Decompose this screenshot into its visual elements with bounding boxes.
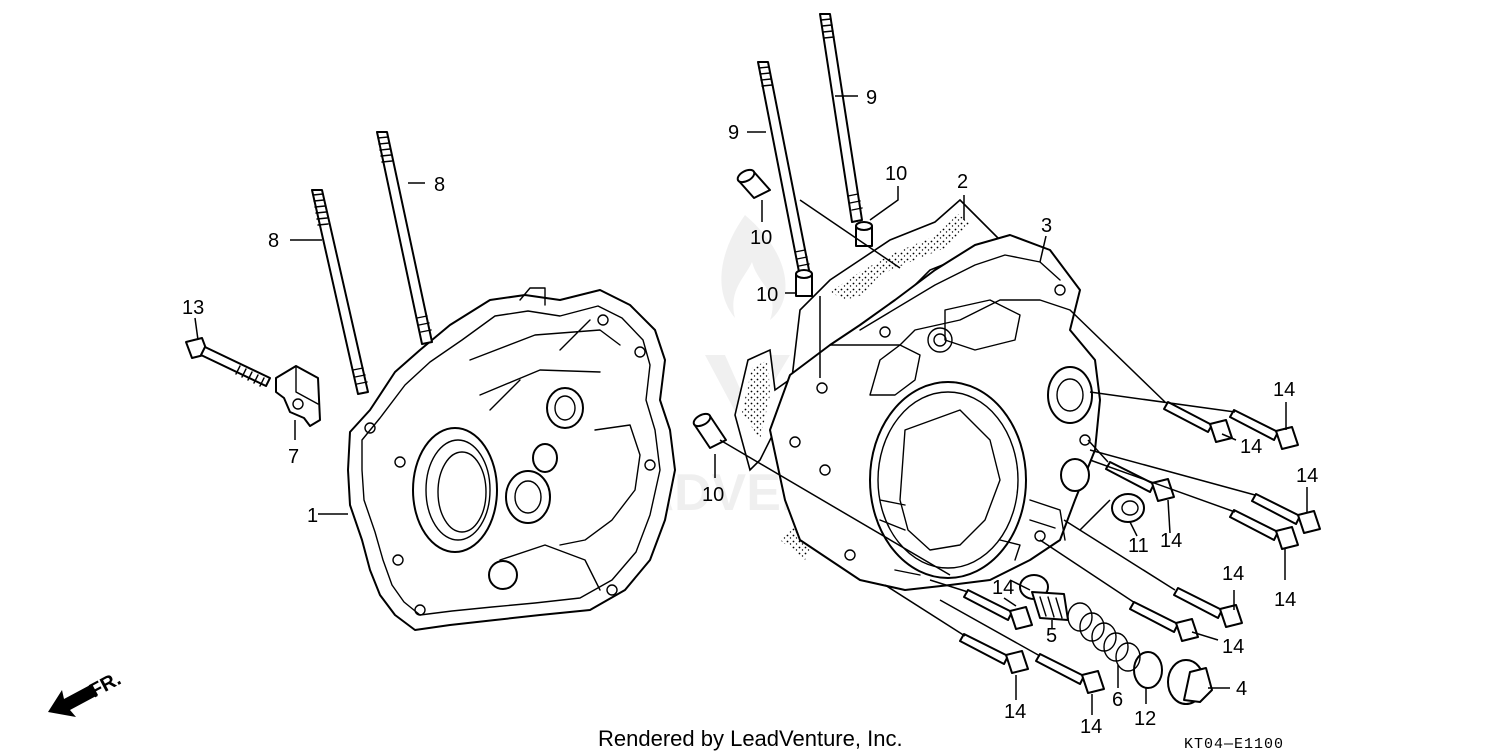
callout-14-g: 14 xyxy=(992,577,1014,599)
callout-10-upper-left: 10 xyxy=(750,227,772,249)
callout-10-top: 10 xyxy=(885,163,907,185)
left-crankcase-half xyxy=(347,287,676,631)
right-crankcase-half xyxy=(769,234,1101,591)
callout-5: 5 xyxy=(1046,625,1057,647)
callout-10-middle: 10 xyxy=(756,284,778,306)
callout-4: 4 xyxy=(1236,678,1247,700)
callout-12: 12 xyxy=(1134,708,1156,730)
callout-6: 6 xyxy=(1112,689,1123,711)
o-ring-12 xyxy=(1133,651,1163,689)
credit-text: Rendered by LeadVenture, Inc. xyxy=(598,726,903,751)
bolt-14-set xyxy=(959,401,1321,694)
callout-14-i: 14 xyxy=(1004,701,1026,723)
callout-14-a: 14 xyxy=(1273,379,1295,401)
callout-14-f: 14 xyxy=(1274,589,1296,611)
callout-14-j: 14 xyxy=(1080,716,1102,738)
leader-lines xyxy=(194,95,1308,715)
callout-9-right: 9 xyxy=(866,87,877,109)
callout-2: 2 xyxy=(957,171,968,193)
diagram-code: KT04—E1100 xyxy=(1184,736,1284,753)
oil-seal-11 xyxy=(1111,493,1145,523)
spring-6 xyxy=(1067,602,1141,672)
front-direction-arrow-icon: FR. xyxy=(48,668,125,717)
dowel-pin-10-b xyxy=(855,221,873,247)
callout-14-d: 14 xyxy=(1160,530,1182,552)
bolt-13 xyxy=(185,337,271,387)
callout-14-c: 14 xyxy=(1296,465,1318,487)
callout-14-e: 14 xyxy=(1222,563,1244,585)
stud-bolt-8-right xyxy=(376,131,433,345)
callout-14-h: 14 xyxy=(1222,636,1244,658)
callout-8-left: 8 xyxy=(268,230,279,252)
callout-14-b: 14 xyxy=(1240,436,1262,458)
callout-13: 13 xyxy=(182,297,204,319)
callout-1: 1 xyxy=(307,505,318,527)
callout-11: 11 xyxy=(1128,535,1149,557)
callout-9-left: 9 xyxy=(728,122,739,144)
dowel-pin-10-a xyxy=(736,168,771,199)
stud-bolt-8-left xyxy=(311,189,369,395)
callout-labels: 1 2 3 4 5 6 7 8 8 9 9 10 10 10 10 11 12 … xyxy=(182,87,1318,738)
bracket-7 xyxy=(275,365,321,427)
dowel-pin-10-d xyxy=(692,412,727,449)
drain-plug-4 xyxy=(1167,659,1213,705)
callout-8-right: 8 xyxy=(434,174,445,196)
callout-3: 3 xyxy=(1041,215,1052,237)
stud-bolt-9-right xyxy=(819,13,863,223)
dowel-pin-10-c xyxy=(795,269,813,297)
callout-7: 7 xyxy=(288,446,299,468)
callout-10-lower: 10 xyxy=(702,484,724,506)
